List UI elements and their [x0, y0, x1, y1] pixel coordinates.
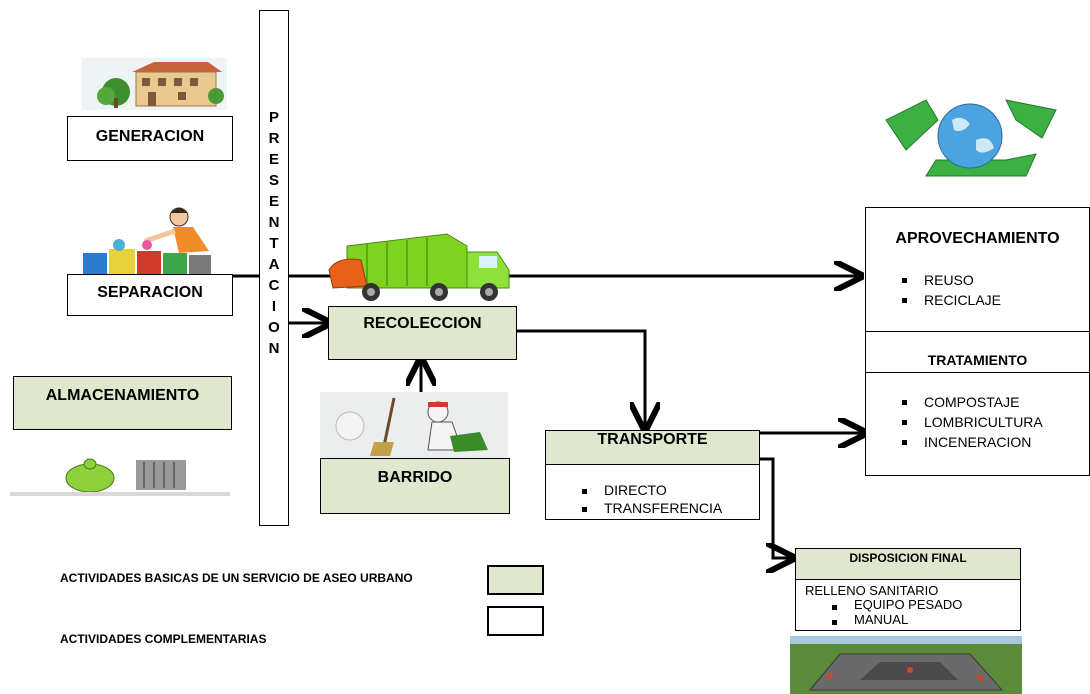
sweeping-workers-icon: [320, 392, 508, 458]
house-icon: [82, 58, 227, 110]
recoleccion-box: RECOLECCION: [328, 306, 517, 360]
sorting-person-icon: [83, 207, 211, 275]
separacion-label: SEPARACION: [97, 284, 203, 301]
barrido-label: BARRIDO: [377, 469, 453, 486]
list-item: TRANSFERENCIA: [578, 499, 722, 517]
separacion-box: SEPARACION: [67, 274, 233, 316]
arrow-recoleccion-to-transporte: [517, 329, 645, 426]
tratamiento-list: COMPOSTAJE LOMBRICULTURA INCENERACION: [898, 392, 1043, 452]
transporte-list: DIRECTO TRANSFERENCIA: [578, 481, 722, 517]
list-item: MANUAL: [828, 612, 962, 627]
tratamiento-divider: [866, 372, 1089, 373]
presentacion-letter: E: [268, 193, 279, 210]
landfill-icon: [790, 636, 1022, 694]
presentacion-letter: R: [268, 130, 280, 147]
presentacion-letter: T: [269, 235, 279, 252]
almacenamiento-label: ALMACENAMIENTO: [45, 387, 200, 404]
aprovechamiento-label: APROVECHAMIENTO: [895, 230, 1060, 247]
list-item: COMPOSTAJE: [898, 392, 1043, 412]
garbage-truck-icon: [328, 233, 510, 301]
relleno-label: RELLENO SANITARIO: [805, 583, 939, 598]
legend-basic-label: ACTIVIDADES BASICAS DE UN SERVICIO DE AS…: [60, 571, 413, 585]
list-item: EQUIPO PESADO: [828, 597, 962, 612]
list-item: REUSO: [898, 270, 1001, 290]
transporte-label: TRANSPORTE: [597, 431, 708, 448]
relleno-list: EQUIPO PESADO MANUAL: [828, 597, 962, 627]
disposicion-label: DISPOSICION FINAL: [849, 551, 967, 565]
legend-complementary-swatch: [487, 606, 544, 636]
almacenamiento-box: ALMACENAMIENTO: [13, 376, 232, 430]
presentacion-letter: A: [268, 256, 280, 273]
presentacion-letter: O: [268, 319, 280, 336]
transporte-box: TRANSPORTE DIRECTO TRANSFERENCIA: [545, 430, 760, 520]
arrow-transporte-to-disposicion: [758, 457, 790, 558]
presentacion-letter: S: [268, 172, 279, 189]
aprovechamiento-list: REUSO RECICLAJE: [898, 270, 1001, 310]
disposicion-header: DISPOSICION FINAL: [795, 548, 1021, 580]
barrido-box: BARRIDO: [320, 458, 510, 514]
presentacion-letter: E: [268, 151, 279, 168]
presentacion-letter: N: [268, 214, 280, 231]
legend-complementary-label: ACTIVIDADES COMPLEMENTARIAS: [60, 632, 267, 646]
generacion-box: GENERACION: [67, 116, 233, 161]
legend-basic-swatch: [487, 565, 544, 595]
list-item: LOMBRICULTURA: [898, 412, 1043, 432]
generacion-label: GENERACION: [95, 128, 205, 145]
presentacion-letter: I: [271, 298, 277, 315]
tratamiento-box: TRATAMIENTO COMPOSTAJE LOMBRICULTURA INC…: [865, 331, 1090, 476]
presentacion-letter: P: [268, 109, 279, 126]
storage-bins-icon: [10, 458, 230, 496]
disposicion-box: DISPOSICION FINAL RELLENO SANITARIO EQUI…: [795, 548, 1021, 631]
transporte-header: TRANSPORTE: [545, 430, 760, 465]
tratamiento-label: TRATAMIENTO: [927, 352, 1028, 368]
aprovechamiento-box: APROVECHAMIENTO REUSO RECICLAJE: [865, 207, 1090, 332]
list-item: INCENERACION: [898, 432, 1043, 452]
list-item: RECICLAJE: [898, 290, 1001, 310]
presentacion-letter: N: [268, 340, 280, 357]
presentacion-letter: C: [268, 277, 280, 294]
recycle-globe-icon: [885, 99, 1057, 177]
list-item: DIRECTO: [578, 481, 722, 499]
presentacion-column: P R E S E N T A C I O N: [259, 10, 289, 526]
recoleccion-label: RECOLECCION: [363, 315, 482, 332]
